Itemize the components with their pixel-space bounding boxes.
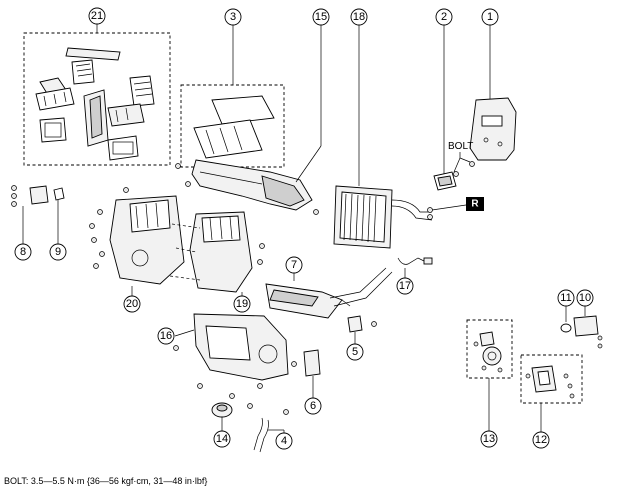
group-12-box bbox=[520, 354, 583, 432]
callout-3: 3 bbox=[224, 8, 242, 26]
part-6-motor bbox=[303, 349, 321, 398]
callout-6: 6 bbox=[304, 397, 322, 415]
part-1-plate bbox=[469, 25, 517, 161]
part-15-duct bbox=[175, 25, 322, 215]
group-21-box bbox=[23, 24, 171, 166]
callout-14-label: 14 bbox=[216, 433, 228, 445]
callout-1-label: 1 bbox=[487, 11, 493, 23]
callout-9-label: 9 bbox=[55, 246, 61, 258]
callout-20-label: 20 bbox=[126, 298, 138, 310]
callout-19: 19 bbox=[233, 295, 251, 313]
callout-15-label: 15 bbox=[315, 11, 327, 23]
callout-4-label: 4 bbox=[281, 435, 287, 447]
callout-21-label: 21 bbox=[91, 10, 103, 22]
callout-2-label: 2 bbox=[441, 11, 447, 23]
r-marker-label: R bbox=[471, 199, 479, 210]
callout-18-label: 18 bbox=[353, 11, 365, 23]
part-4-drain-hose bbox=[253, 417, 285, 453]
bolt-callout: BOLT bbox=[448, 141, 475, 177]
callout-3-label: 3 bbox=[230, 11, 236, 23]
part-5-resistor bbox=[347, 315, 377, 344]
callout-8-label: 8 bbox=[20, 246, 26, 258]
callout-2: 2 bbox=[435, 8, 453, 26]
callout-10-label: 10 bbox=[579, 292, 591, 304]
callout-6-label: 6 bbox=[310, 400, 316, 412]
part-2-gasket bbox=[433, 25, 457, 191]
callout-5-label: 5 bbox=[352, 346, 358, 358]
callout-15: 15 bbox=[312, 8, 330, 26]
callout-20: 20 bbox=[123, 295, 141, 313]
callout-9: 9 bbox=[49, 243, 67, 261]
callout-12: 12 bbox=[532, 431, 550, 449]
callout-11-label: 11 bbox=[560, 292, 571, 304]
callout-12-label: 12 bbox=[535, 434, 547, 446]
bolt-torque-footnote: BOLT: 3.5—5.5 N·m {36—56 kgf·cm, 31—48 i… bbox=[4, 476, 208, 486]
part-18-evaporator bbox=[333, 25, 433, 249]
part-20-housing bbox=[89, 187, 185, 296]
callout-13: 13 bbox=[480, 430, 498, 448]
part-8-actuator bbox=[11, 185, 49, 244]
part-11-clip bbox=[560, 306, 572, 333]
callout-16: 16 bbox=[157, 327, 175, 345]
part-9-clip bbox=[53, 187, 65, 244]
r-marker: R bbox=[427, 197, 484, 220]
callout-8: 8 bbox=[14, 243, 32, 261]
bolt-label: BOLT bbox=[448, 141, 473, 152]
callout-7-label: 7 bbox=[291, 259, 297, 271]
callout-16-label: 16 bbox=[160, 330, 172, 342]
group-3-box bbox=[180, 25, 285, 168]
part-16-lower-case bbox=[173, 313, 297, 415]
callout-1: 1 bbox=[481, 8, 499, 26]
part-10-actuator bbox=[573, 306, 603, 349]
callout-19-label: 19 bbox=[236, 298, 248, 310]
callout-21: 21 bbox=[88, 7, 106, 25]
callout-5: 5 bbox=[346, 343, 364, 361]
callout-11: 11 bbox=[557, 289, 575, 307]
callout-4: 4 bbox=[275, 432, 293, 450]
callout-17: 17 bbox=[396, 277, 414, 295]
callout-13-label: 13 bbox=[483, 433, 495, 445]
callout-10: 10 bbox=[576, 289, 594, 307]
group-13-box bbox=[466, 319, 513, 431]
part-7-heater-core bbox=[265, 267, 393, 319]
part-17-sensor bbox=[397, 257, 433, 278]
callout-18: 18 bbox=[350, 8, 368, 26]
callout-7: 7 bbox=[285, 256, 303, 274]
callout-14: 14 bbox=[213, 430, 231, 448]
part-14-fan bbox=[211, 402, 233, 431]
callout-17-label: 17 bbox=[399, 280, 411, 292]
part-19-housing bbox=[169, 211, 265, 296]
